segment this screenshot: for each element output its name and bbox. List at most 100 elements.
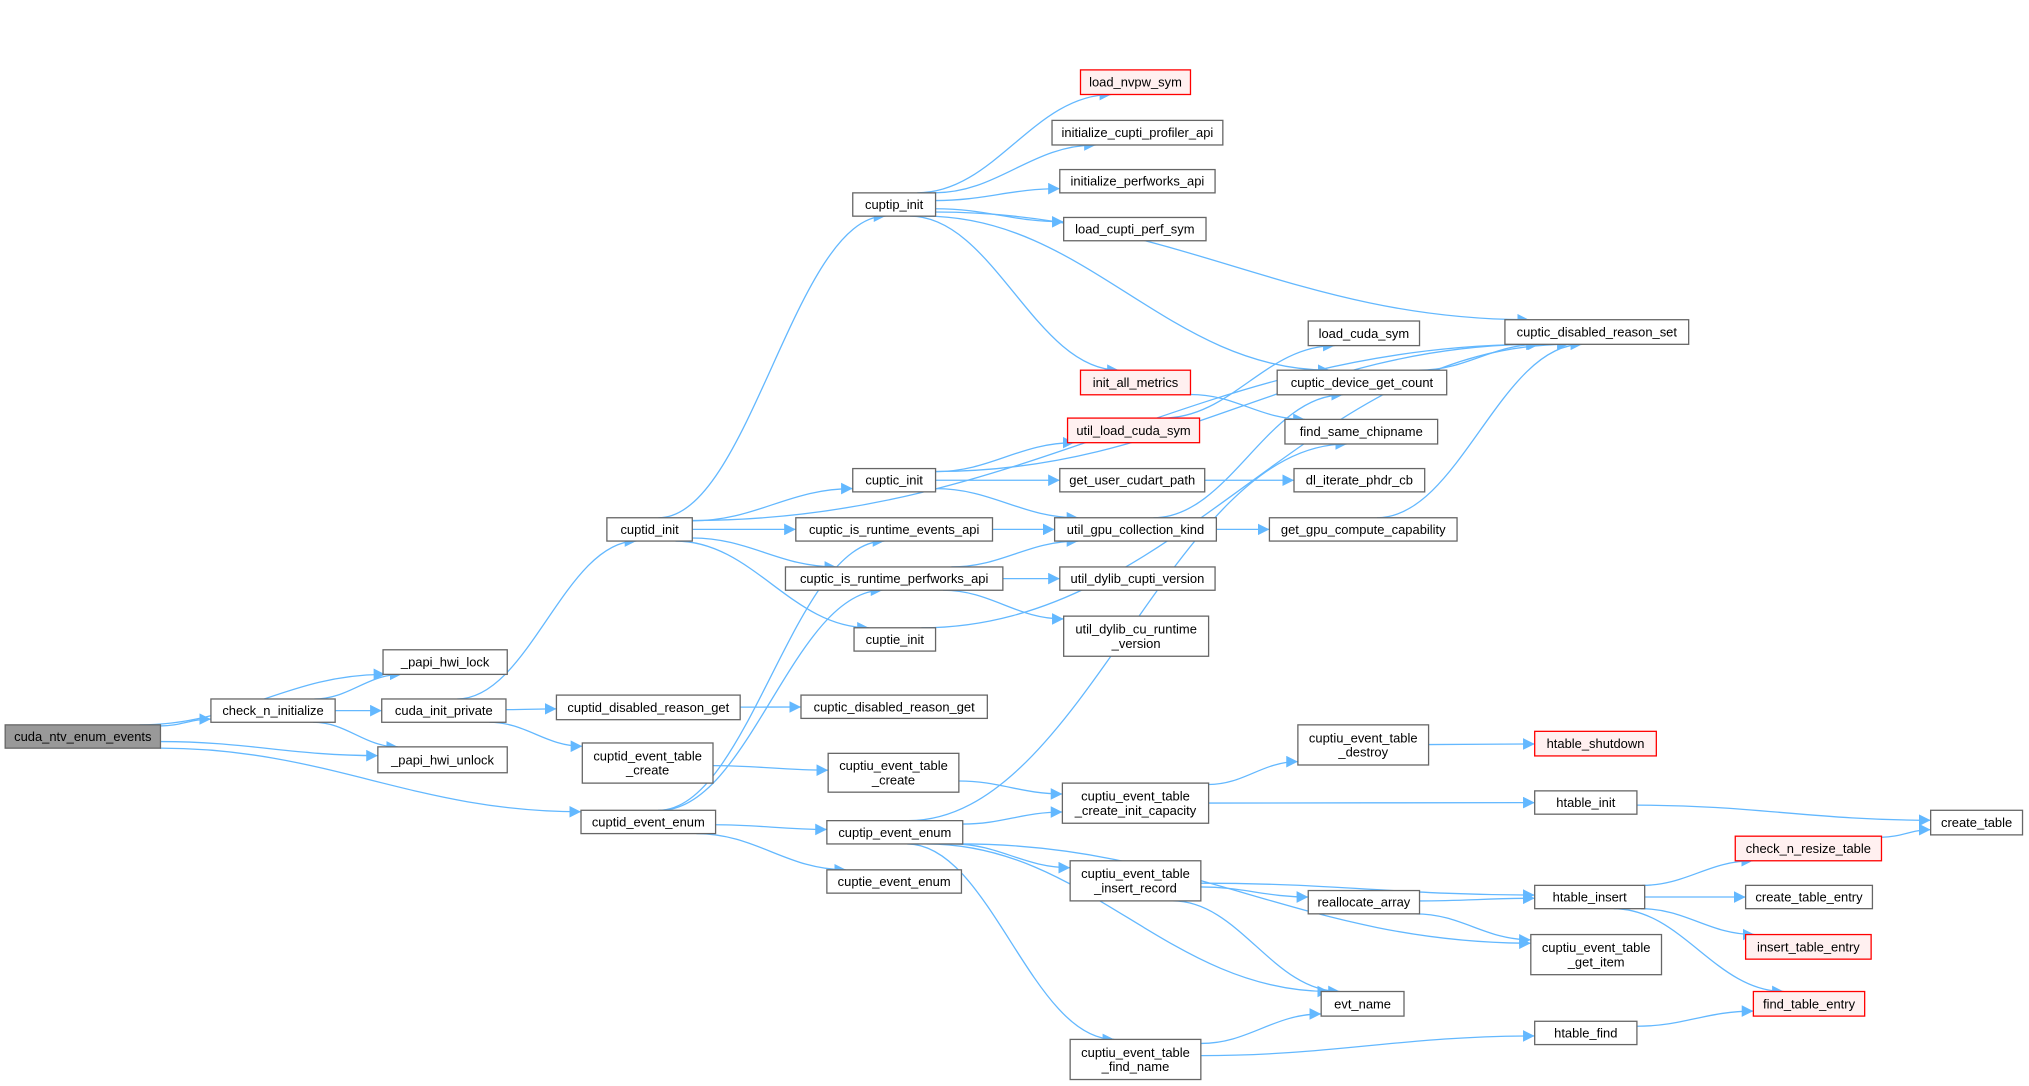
node-init-all-metrics[interactable]: init_all_metrics <box>1079 369 1192 396</box>
node-cuptic-disabled-reason-set[interactable]: cuptic_disabled_reason_set <box>1504 319 1690 345</box>
node-cuda-ntv-enum-events[interactable]: cuda_ntv_enum_events <box>4 724 162 749</box>
node-insert-table-entry[interactable]: insert_table_entry <box>1744 933 1872 960</box>
node-cuptiu-event-table-get-item[interactable]: cuptiu_event_table_get_item <box>1530 933 1663 976</box>
node-htable-shutdown[interactable]: htable_shutdown <box>1534 730 1657 757</box>
node-cuptiu-event-table-insert-record[interactable]: cuptiu_event_table_insert_record <box>1069 860 1202 902</box>
edge-cuptip_event_enum-to-cuptiu_event_table_insert_record <box>952 843 1071 874</box>
edge-htable_find-to-find_table_entry <box>1636 1005 1754 1027</box>
node-label: get_gpu_compute_capability <box>1281 522 1446 537</box>
edge-cuptip_init-to-cuptic_device_get_count <box>924 215 1330 377</box>
node--papi-hwi-lock[interactable]: _papi_hwi_lock <box>382 649 508 676</box>
node-label: _create <box>625 763 669 778</box>
node-reallocate-array[interactable]: reallocate_array <box>1307 889 1421 915</box>
node-create-table[interactable]: create_table <box>1930 809 2024 836</box>
node-box <box>1276 369 1448 396</box>
node-load-cuda-sym[interactable]: load_cuda_sym <box>1307 320 1421 347</box>
node-label: cuptic_disabled_reason_set <box>1517 325 1678 340</box>
node-box <box>1079 369 1192 396</box>
node-cuptid-event-enum[interactable]: cuptid_event_enum <box>580 809 717 835</box>
node-create-table-entry[interactable]: create_table_entry <box>1744 884 1874 910</box>
node-util-load-cuda-sym[interactable]: util_load_cuda_sym <box>1066 417 1201 444</box>
node-htable-init[interactable]: htable_init <box>1534 790 1638 815</box>
node-load-cupti-perf-sym[interactable]: load_cupti_perf_sym <box>1063 216 1207 242</box>
node-find-same-chipname[interactable]: find_same_chipname <box>1284 418 1439 445</box>
node--papi-hwi-unlock[interactable]: _papi_hwi_unlock <box>377 746 508 774</box>
node-box <box>1307 320 1421 347</box>
node-util-dylib-cupti-version[interactable]: util_dylib_cupti_version <box>1059 566 1216 591</box>
node-cuptip-init[interactable]: cuptip_init <box>852 192 937 217</box>
node-label: _get_item <box>1567 954 1625 969</box>
edge-init_all_metrics-to-find_same_chipname <box>1190 393 1305 426</box>
node-cuptiu-event-table-find-name[interactable]: cuptiu_event_table_find_name <box>1069 1038 1202 1081</box>
node-cuptip-event-enum[interactable]: cuptip_event_enum <box>826 820 964 845</box>
node-dl-iterate-phdr-cb[interactable]: dl_iterate_phdr_cb <box>1293 467 1426 493</box>
node-htable-find[interactable]: htable_find <box>1534 1020 1638 1046</box>
edge-cuptip_init-to-initialize_cupti_profiler_api <box>933 139 1096 194</box>
node-cuda-init-private[interactable]: cuda_init_private <box>381 698 507 723</box>
node-cuptid-init[interactable]: cuptid_init <box>606 517 693 542</box>
node-label: _papi_hwi_unlock <box>390 752 494 767</box>
node-cuptie-event-enum[interactable]: cuptie_event_enum <box>826 869 963 894</box>
node-htable-insert[interactable]: htable_insert <box>1534 884 1646 910</box>
node-label: reallocate_array <box>1317 895 1410 910</box>
node-label: util_dylib_cu_runtime <box>1075 622 1197 637</box>
node-cuptid-event-table-create[interactable]: cuptid_event_table_create <box>581 742 714 784</box>
edges-layer <box>139 88 1931 1057</box>
node-box <box>1066 417 1201 444</box>
node-box <box>1061 782 1210 824</box>
node-label: cuptic_is_runtime_perfworks_api <box>800 571 988 586</box>
node-box <box>1284 418 1439 445</box>
node-box <box>555 694 741 721</box>
edge-cuptiu_event_table_insert_record-to-htable_insert <box>1200 882 1535 901</box>
node-cuptiu-event-table-create[interactable]: cuptiu_event_table_create <box>827 752 960 793</box>
node-box <box>1293 467 1426 493</box>
edge-cuptic_init-to-cuptic_disabled_reason_set <box>935 338 1539 473</box>
node-check-n-resize-table[interactable]: check_n_resize_table <box>1734 835 1883 862</box>
node-get-user-cudart-path[interactable]: get_user_cudart_path <box>1059 467 1206 493</box>
node-label: create_table_entry <box>1755 890 1863 905</box>
node-label: htable_insert <box>1553 890 1627 905</box>
edge-htable_insert-to-find_table_entry <box>1613 908 1784 998</box>
node-label: util_dylib_cupti_version <box>1071 571 1205 586</box>
node-box <box>1534 730 1657 757</box>
node-cuptie-init[interactable]: cuptie_init <box>853 627 937 652</box>
node-label: cuptid_event_table <box>593 748 702 763</box>
node-initialize-cupti-profiler-api[interactable]: initialize_cupti_profiler_api <box>1051 119 1224 146</box>
node-box <box>1051 119 1224 146</box>
node-load-nvpw-sym[interactable]: load_nvpw_sym <box>1079 69 1192 96</box>
node-initialize-perfworks-api[interactable]: initialize_perfworks_api <box>1059 168 1216 194</box>
node-get-gpu-compute-capability[interactable]: get_gpu_compute_capability <box>1268 517 1458 542</box>
edge-cuptie_init-to-cuptic_disabled_reason_set <box>921 338 1569 629</box>
node-evt-name[interactable]: evt_name <box>1320 990 1405 1017</box>
node-label: get_user_cudart_path <box>1069 473 1195 488</box>
node-box <box>795 517 994 542</box>
node-label: _create_init_capacity <box>1074 803 1197 818</box>
node-find-table-entry[interactable]: find_table_entry <box>1752 990 1866 1017</box>
node-cuptic-disabled-reason-get[interactable]: cuptic_disabled_reason_get <box>800 694 988 720</box>
node-label: cuptip_init <box>865 197 924 212</box>
node-box <box>1059 168 1216 194</box>
node-label: util_gpu_collection_kind <box>1067 522 1204 537</box>
node-util-gpu-collection-kind[interactable]: util_gpu_collection_kind <box>1053 517 1218 542</box>
node-box <box>210 698 336 723</box>
node-label: cuptip_event_enum <box>838 825 951 840</box>
node-cuptic-init[interactable]: cuptic_init <box>852 467 937 493</box>
node-check-n-initialize[interactable]: check_n_initialize <box>210 698 336 723</box>
node-box <box>784 566 1004 591</box>
node-cuptic-is-runtime-perfworks-api[interactable]: cuptic_is_runtime_perfworks_api <box>784 566 1004 591</box>
node-cuptiu-event-table-create-init-capacity[interactable]: cuptiu_event_table_create_init_capacity <box>1061 782 1210 824</box>
node-cuptiu-event-table-destroy[interactable]: cuptiu_event_table_destroy <box>1297 724 1430 766</box>
edge-cuda_init_private-to-cuptid_event_table_create <box>489 721 583 753</box>
edge-cuptid_init-to-cuptic_init <box>692 482 853 522</box>
node-util-dylib-cu-runtime-version[interactable]: util_dylib_cu_runtime_version <box>1063 615 1210 657</box>
node-label: check_n_resize_table <box>1746 841 1871 856</box>
node-label: cuptid_event_enum <box>592 814 705 829</box>
node-cuptid-disabled-reason-get[interactable]: cuptid_disabled_reason_get <box>555 694 741 721</box>
node-label: find_same_chipname <box>1300 424 1423 439</box>
edge-get_gpu_compute_capability-to-cuptic_disabled_reason_set <box>1377 338 1583 519</box>
node-label: init_all_metrics <box>1093 375 1179 390</box>
edge-check_n_initialize-to-_papi_hwi_lock <box>314 668 402 700</box>
node-cuptic-is-runtime-events-api[interactable]: cuptic_is_runtime_events_api <box>795 517 994 542</box>
node-cuptic-device-get-count[interactable]: cuptic_device_get_count <box>1276 369 1448 396</box>
edge-cuptid_init-to-cuptip_init <box>658 210 886 519</box>
